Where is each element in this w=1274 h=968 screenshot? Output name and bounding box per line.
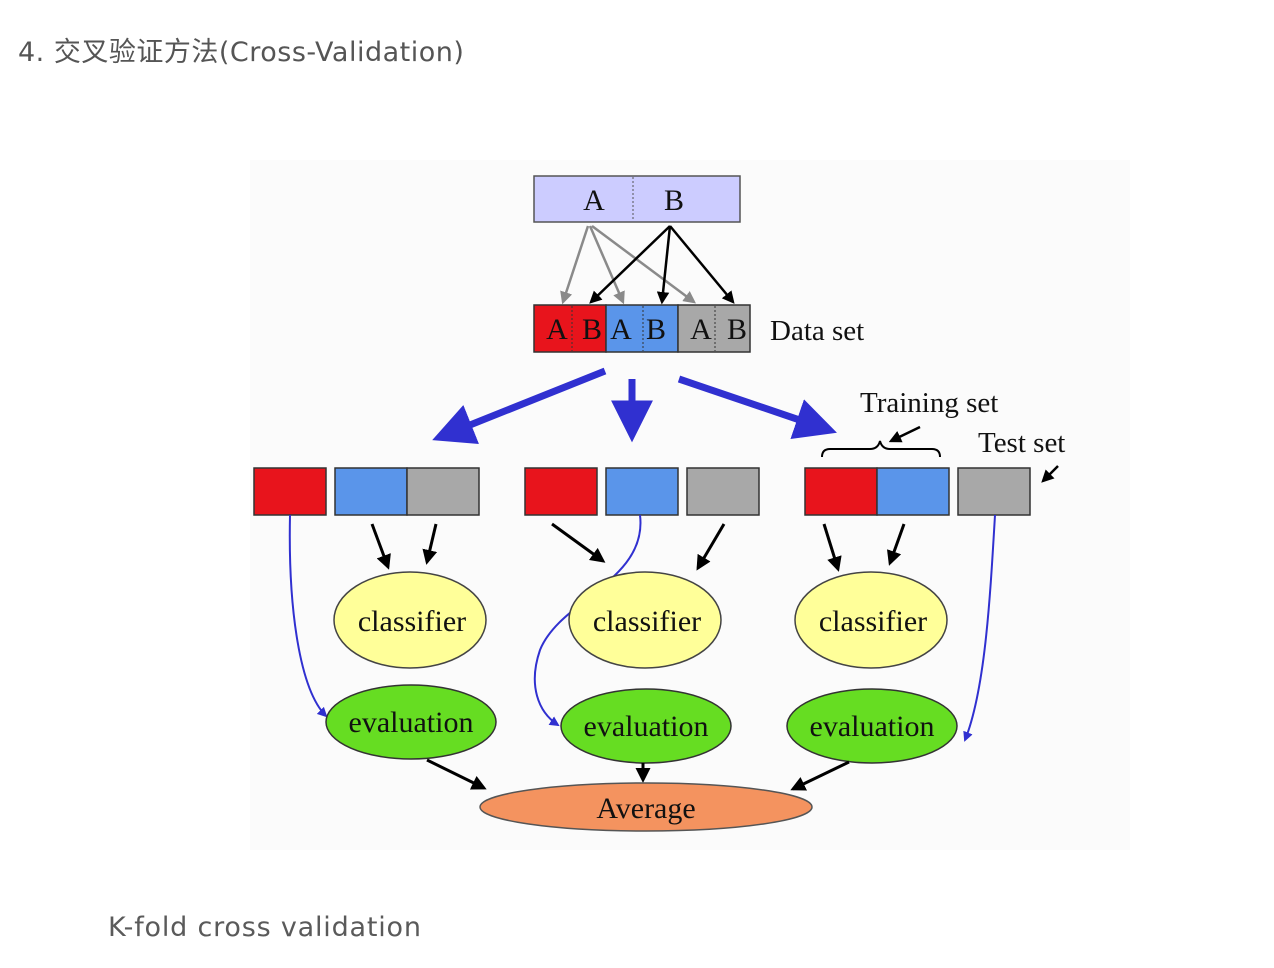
data-set-label: Data set [770,315,864,347]
data-set-strip: A B A B A B Data set [533,304,864,353]
source-label-b: B [664,184,684,217]
average: Average [479,782,813,832]
data-set-a3: A [690,313,712,346]
evaluation-3: evaluation [786,688,958,764]
classifier-2: classifier [568,571,722,669]
evaluation-2: evaluation [560,688,732,764]
evaluation-1-label: evaluation [349,706,474,739]
classifier-2-label: classifier [593,605,701,638]
classifier-1-label: classifier [358,605,466,638]
classifier-3-label: classifier [819,605,927,638]
evaluation-3-label: evaluation [810,710,935,743]
test-arrows [288,514,996,742]
fold-1 [253,467,480,516]
evaluation-2-label: evaluation [584,710,709,743]
test-set-pointer [1041,465,1059,483]
training-arrows [370,522,906,572]
evaluation-1: evaluation [325,684,497,760]
fold-3 [804,467,1031,516]
training-set-brace [821,440,941,458]
classifier-1: classifier [333,571,487,669]
source-box: A B [533,175,741,223]
source-label-a: A [583,184,605,217]
data-set-b2: B [646,313,666,346]
data-set-b3: B [727,313,747,346]
fold-arrows [432,367,837,445]
data-set-a1: A [546,313,568,346]
test-set-label: Test set [978,427,1065,459]
page-heading: 4. 交叉验证方法(Cross-Validation) [18,37,465,68]
average-arrows [426,758,850,791]
data-set-b1: B [582,313,602,346]
average-label: Average [596,792,695,825]
training-set-pointer [888,425,921,443]
page-caption: K-fold cross validation [108,912,422,943]
classifier-3: classifier [794,571,948,669]
fold-2 [524,467,760,516]
split-arrows [560,224,735,305]
data-set-a2: A [610,313,632,346]
training-set-label: Training set [860,387,998,419]
